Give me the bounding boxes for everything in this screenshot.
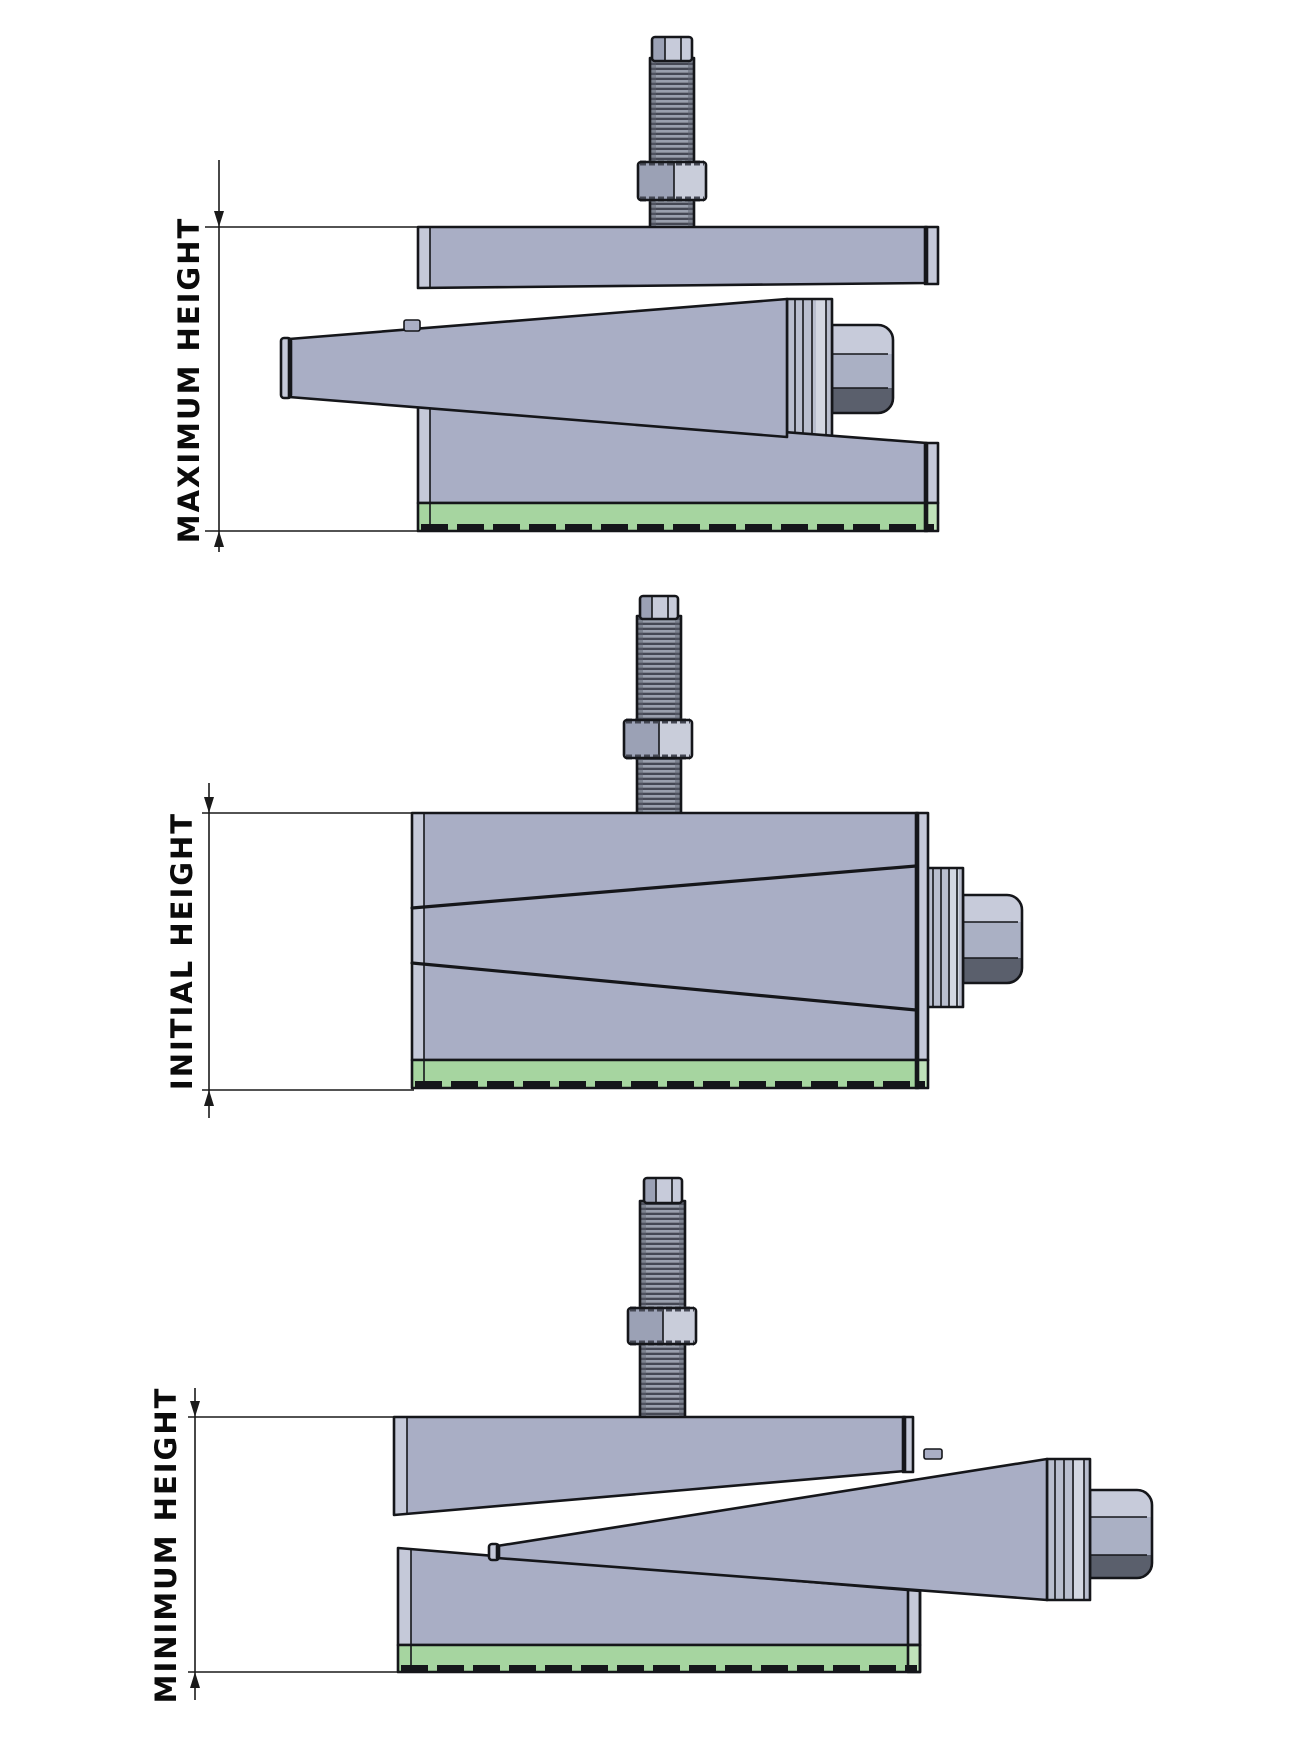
dimension-label-maximum-height: MAXIMUM HEIGHT [172,217,206,544]
side-adjustment-bolt [961,893,1024,985]
rubber-base-pad [410,1058,930,1090]
mount-body [410,811,930,1062]
dimension-maximum-height: MAXIMUM HEIGHT [172,160,420,552]
mount-view-maximum-height: MAXIMUM HEIGHT [172,35,940,552]
top-plate [392,1415,915,1517]
leveling-stud [636,35,708,232]
mount-view-minimum-height: MINIMUM HEIGHT [149,1176,1154,1704]
retainer-tab [404,320,420,331]
dimension-minimum-height: MINIMUM HEIGHT [149,1387,400,1704]
dimension-arrow-up-icon [204,1090,214,1106]
rubber-base-pad [416,501,940,533]
dimension-arrow-down-icon [190,1401,200,1417]
washer-stack [785,297,834,439]
rubber-base-pad [396,1643,922,1674]
dimension-arrow-up-icon [190,1672,200,1688]
threaded-rod [637,616,681,815]
hex-nut [622,718,694,760]
middle-wedge [487,1448,1049,1602]
leveling-stud [626,1176,698,1419]
dimension-initial-height: INITIAL HEIGHT [165,783,414,1118]
side-adjustment-bolt [830,323,895,415]
leveling-stud [622,594,694,817]
middle-wedge [279,297,789,439]
dimension-arrow-down-icon [214,211,224,227]
dimension-arrow-up-icon [214,531,224,547]
dimension-arrow-down-icon [204,797,214,813]
mount-view-initial-height: INITIAL HEIGHT [165,594,1024,1118]
washer-stack [923,866,965,1009]
wedge-interface-upper [410,864,918,910]
hex-nut [626,1306,698,1346]
dimension-label-minimum-height: MINIMUM HEIGHT [149,1387,183,1704]
threaded-rod [650,58,694,230]
dimension-label-initial-height: INITIAL HEIGHT [165,812,199,1090]
top-plate [403,225,940,332]
side-adjustment-bolt [1088,1488,1154,1580]
washer-stack [1045,1457,1092,1602]
retainer-tab [924,1449,942,1459]
wedge-interface-lower [410,961,918,1012]
hex-nut [636,160,708,202]
